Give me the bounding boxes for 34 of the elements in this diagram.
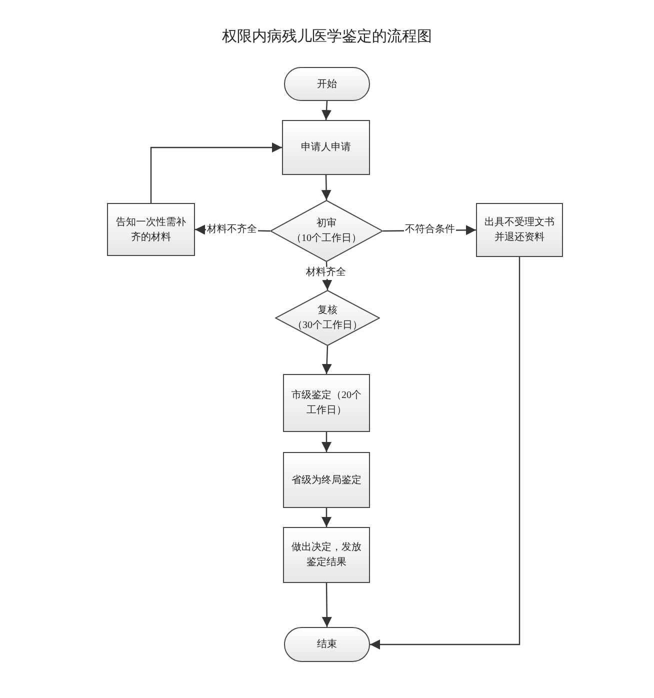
step-label: 省级为终局鉴定 [292, 474, 362, 488]
end-terminal [284, 627, 370, 662]
arrow [150, 142, 282, 203]
process-box [283, 452, 370, 508]
decision-diamond [270, 200, 383, 262]
arrow [322, 100, 332, 120]
step-label: 市级鉴定（20个工作日） [290, 388, 362, 418]
edge-label: 不符合条件 [404, 224, 456, 236]
process-box [476, 203, 563, 257]
process-box [107, 203, 195, 256]
step-label: 出具不受理文书并退还资料 [484, 216, 556, 245]
step-label: 申请人申请 [301, 140, 351, 155]
decision-diamond [275, 290, 380, 346]
arrow [322, 432, 332, 452]
step-label: 初审 [316, 216, 336, 231]
process-box [282, 120, 370, 175]
step-label: 告知一次性需补齐的材料 [115, 216, 187, 244]
edge-label: 材料齐全 [305, 267, 347, 279]
step-label: （30个工作日） [292, 319, 362, 333]
start-terminal [284, 67, 370, 101]
arrow [322, 508, 332, 527]
step-label: （10个工作日） [292, 232, 362, 246]
arrow [321, 174, 332, 200]
step-label: 开始 [317, 78, 337, 92]
arrow [322, 346, 332, 374]
process-box [283, 374, 370, 432]
diagram-title: 权限内病残儿医学鉴定的流程图 [221, 27, 433, 46]
arrow [370, 257, 520, 650]
arrow [322, 583, 332, 627]
step-label: 复核 [318, 304, 338, 318]
edge-label: 材料不齐全 [206, 224, 258, 236]
step-label: 结束 [317, 638, 337, 652]
step-label: 做出决定，发放鉴定结果 [290, 540, 362, 570]
process-box [283, 527, 370, 583]
